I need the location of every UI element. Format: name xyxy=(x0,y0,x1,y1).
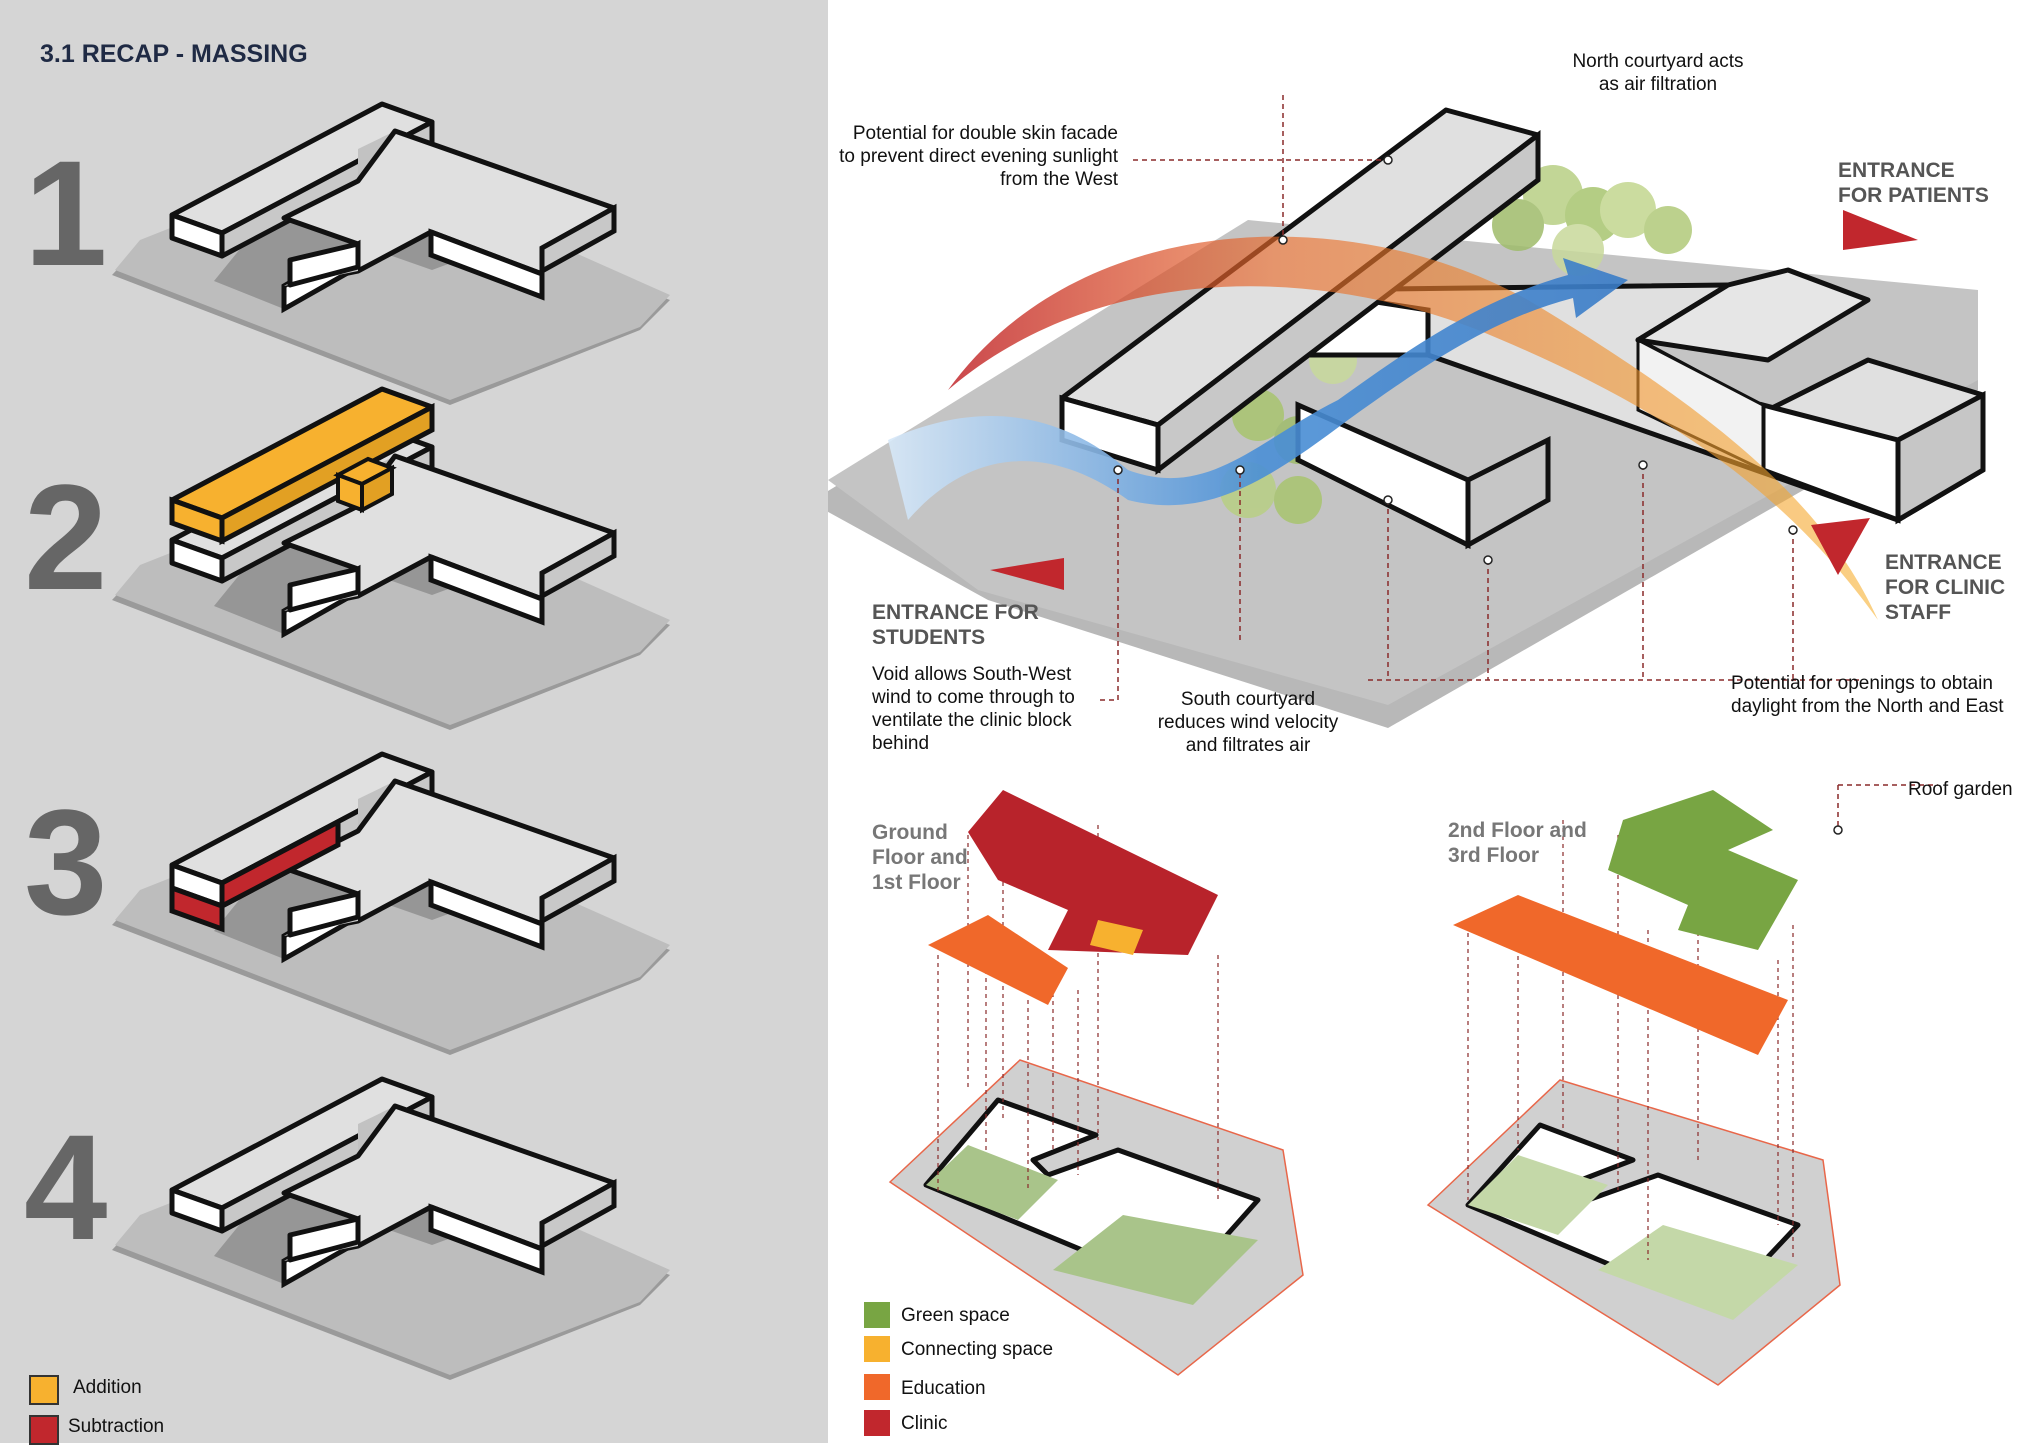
connecting-space-label: Connecting space xyxy=(901,1339,1053,1361)
connecting-space-swatch xyxy=(864,1336,890,1362)
south-courtyard-annotation: South courtyard reduces wind velocity an… xyxy=(1138,688,1358,757)
massing-step-4 xyxy=(112,1079,670,1380)
clinic-label: Clinic xyxy=(901,1413,947,1435)
roof-garden-annotation: Roof garden xyxy=(1908,778,2013,801)
education-label: Education xyxy=(901,1378,986,1400)
massing-step-3 xyxy=(112,754,670,1055)
analysis-panel: Potential for double skin facade to prev… xyxy=(828,0,2040,1443)
north-courtyard-annotation: North courtyard acts as air filtration xyxy=(1543,50,1773,96)
staff-entrance-label: ENTRANCE FOR CLINIC STAFF xyxy=(1885,550,2005,625)
openings-annotation: Potential for openings to obtain dayligh… xyxy=(1731,672,2031,718)
lower-floor-label: Ground Floor and 1st Floor xyxy=(872,820,968,895)
education-swatch xyxy=(864,1374,890,1400)
massing-diagrams xyxy=(0,0,828,1443)
roof-garden-slab xyxy=(1608,790,1798,950)
upper-floor-diagram xyxy=(1428,790,1840,1385)
double-skin-annotation: Potential for double skin facade to prev… xyxy=(818,122,1118,191)
green-space-label: Green space xyxy=(901,1305,1010,1327)
students-entrance-label: ENTRANCE FOR STUDENTS xyxy=(872,600,1039,650)
void-annotation: Void allows South-West wind to come thro… xyxy=(872,663,1075,755)
subtraction-label: Subtraction xyxy=(68,1416,164,1438)
upper-floor-label: 2nd Floor and 3rd Floor xyxy=(1448,818,1587,868)
education-slab-lower xyxy=(928,915,1068,1005)
massing-step-2 xyxy=(112,389,670,730)
massing-panel: 3.1 RECAP - MASSING 1 2 3 4 xyxy=(0,0,828,1443)
massing-step-1 xyxy=(112,104,670,405)
subtraction-swatch xyxy=(29,1415,59,1445)
clinic-swatch xyxy=(864,1410,890,1436)
patients-entrance-label: ENTRANCE FOR PATIENTS xyxy=(1838,158,1989,208)
addition-label: Addition xyxy=(73,1377,142,1399)
green-space-swatch xyxy=(864,1302,890,1328)
addition-swatch xyxy=(29,1375,59,1405)
patients-entrance-marker xyxy=(1843,210,1918,250)
